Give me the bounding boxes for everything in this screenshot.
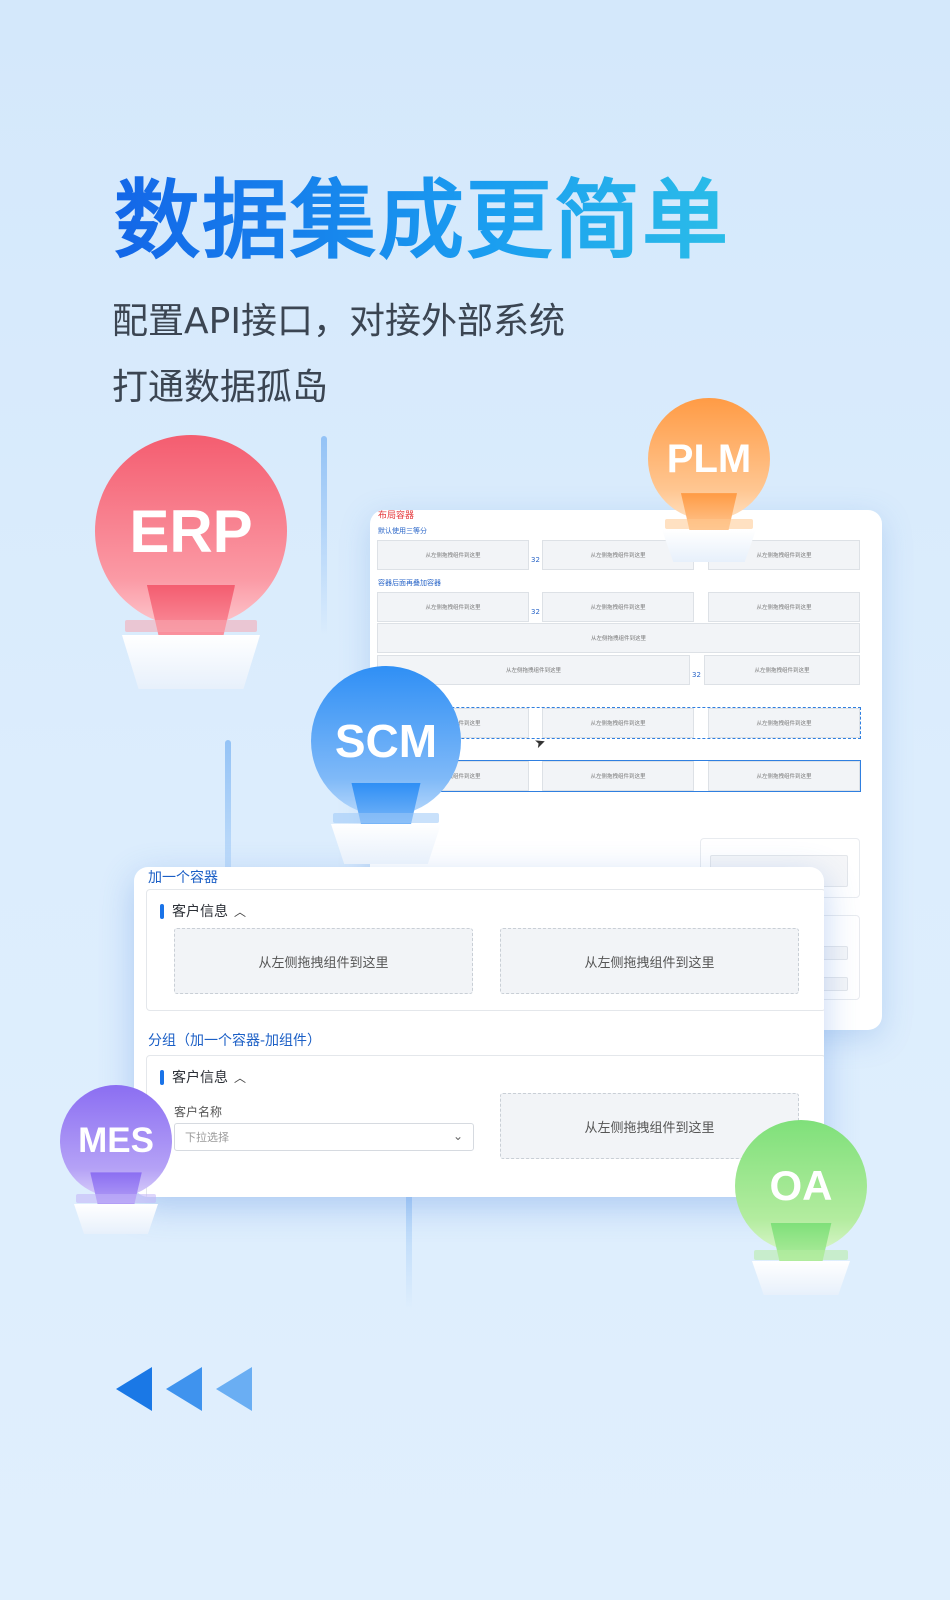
back-arrow-icon: [216, 1367, 252, 1411]
back-arrow-icon: [116, 1367, 152, 1411]
customer-name-label: 客户名称: [174, 1105, 223, 1119]
plm-label: PLM: [666, 436, 752, 481]
drop-zone[interactable]: 从左侧拖拽组件到这里: [500, 928, 799, 994]
erp-label: ERP: [129, 497, 253, 565]
erp-orb: ERP: [95, 435, 287, 627]
form-designer-window: 加一个容器 客户信息 ︿ 从左侧拖拽组件到这里 从左侧拖拽组件到这里 分组（加一…: [134, 867, 824, 1197]
customer-name-select[interactable]: 下拉选择 ⌄: [174, 1123, 474, 1151]
back-arrow-icon: [166, 1367, 202, 1411]
subtitle-line-2: 打通数据孤岛: [112, 367, 329, 408]
oa-bulb: OA: [735, 1120, 869, 1300]
customer-info-panel: [146, 889, 824, 1011]
scm-orb: SCM: [311, 666, 461, 816]
oa-base: [752, 1261, 850, 1295]
oa-base-top: [754, 1250, 848, 1260]
decor-line: [406, 1120, 412, 1310]
plm-base: [662, 530, 756, 562]
scm-label: SCM: [334, 715, 438, 767]
panel-title[interactable]: 客户信息 ︿: [160, 1067, 246, 1087]
subtitle-line-1: 配置API接口，对接外部系统: [112, 301, 565, 342]
mes-orb: MES: [60, 1085, 172, 1197]
back-arrows[interactable]: [116, 1367, 266, 1411]
plm-orb: PLM: [648, 398, 770, 520]
chevron-down-icon: ⌄: [452, 1129, 463, 1143]
panel-title-text: 客户信息: [172, 904, 228, 920]
erp-bulb: ERP: [95, 435, 287, 695]
mes-label: MES: [78, 1121, 154, 1160]
panel-title-text: 客户信息: [172, 1070, 228, 1086]
scm-base: [331, 824, 441, 864]
drop-zone[interactable]: 从左侧拖拽组件到这里: [174, 928, 473, 994]
mes-base: [74, 1204, 158, 1234]
erp-base: [122, 635, 260, 689]
headline: 数据集成更简单: [114, 150, 730, 275]
scm-bulb: SCM: [311, 666, 461, 871]
accent-bar: [160, 1069, 164, 1085]
plm-bulb: PLM: [648, 398, 770, 568]
decor-line: [321, 436, 327, 636]
accent-bar: [160, 903, 164, 919]
oa-label: OA: [769, 1162, 833, 1209]
scm-base-top: [333, 813, 439, 823]
mes-bulb: MES: [60, 1085, 175, 1240]
caret-up-icon[interactable]: ︿: [234, 904, 247, 919]
erp-base-top: [125, 620, 257, 632]
section-group: 分组（加一个容器-加组件）: [148, 1033, 322, 1049]
select-placeholder: 下拉选择: [185, 1131, 229, 1144]
section-add-container: 加一个容器: [148, 870, 218, 886]
decor-line: [225, 740, 231, 950]
mes-base-top: [76, 1194, 156, 1203]
oa-orb: OA: [735, 1120, 867, 1252]
plm-base-top: [665, 519, 753, 529]
panel-title[interactable]: 客户信息 ︿: [160, 901, 246, 921]
caret-up-icon[interactable]: ︿: [234, 1070, 247, 1085]
